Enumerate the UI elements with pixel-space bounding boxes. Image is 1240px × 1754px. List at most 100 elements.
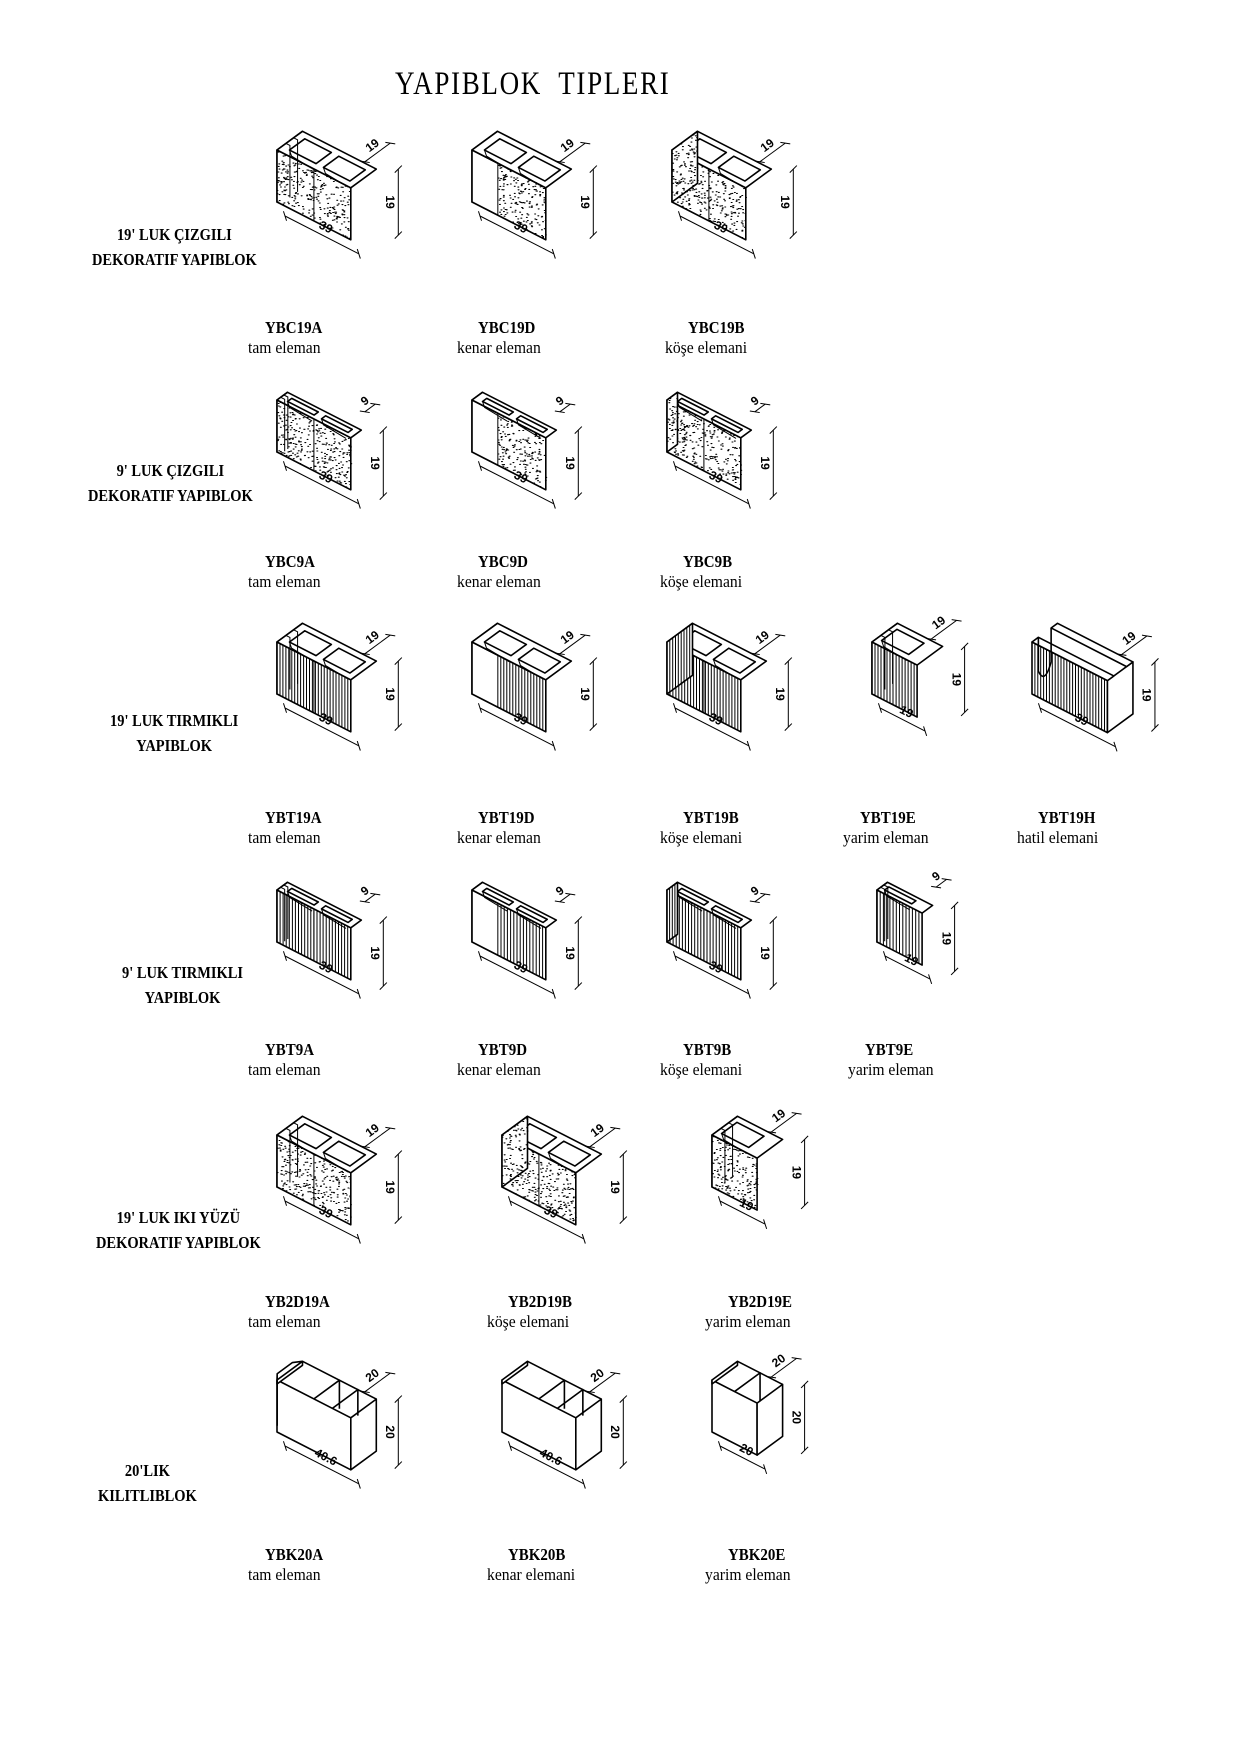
dimension-tick (749, 652, 760, 656)
dimension-tick (619, 1461, 628, 1469)
dimension-line (559, 403, 571, 413)
dimension-tick (394, 723, 403, 731)
block-caption: tam eleman (248, 572, 321, 591)
dimension-tick (800, 1201, 809, 1210)
block-code: YBT9E (865, 1040, 914, 1059)
dimension-tick (477, 461, 483, 471)
core-inner-edge (322, 1152, 349, 1173)
block-code: YBT9A (265, 1040, 315, 1059)
dimension-tick (385, 141, 396, 145)
dimension-tick (677, 211, 683, 221)
dimension-tick (1116, 653, 1127, 656)
dimension-line (879, 707, 926, 732)
dimension-label: 19 (769, 1106, 788, 1125)
dimension-label: 20 (789, 1411, 803, 1425)
dimension-tick (356, 988, 361, 999)
block-core (286, 397, 320, 416)
dimension-tick (950, 901, 959, 910)
block-code: YBT19B (683, 808, 739, 827)
dimension-tick (507, 1441, 513, 1451)
dimension-line (674, 955, 750, 995)
dimension-label: 20 (769, 1351, 788, 1370)
dimension-line (364, 1127, 391, 1148)
dimension-label: 39 (317, 468, 336, 487)
block-core (517, 155, 562, 182)
block-core (483, 630, 528, 657)
dimension-tick (477, 951, 483, 961)
block-end-notch (880, 884, 889, 942)
dimension-tick (507, 1196, 513, 1206)
dimension-tick (769, 982, 778, 990)
dimension-tick (359, 1145, 370, 1149)
dimension-label: 19 (578, 687, 592, 701)
speckle-texture (497, 416, 548, 488)
dimension-tick (589, 657, 598, 665)
row-label-line-1: 19' LUK IKI YÜZÜ (116, 1208, 241, 1227)
dimension-line (509, 1200, 585, 1240)
block-code: YBT9B (683, 1040, 732, 1059)
block-code: YB2D19A (265, 1292, 330, 1311)
block-side-face (575, 1398, 603, 1471)
dimension-label: 39 (512, 218, 531, 237)
dimension-line (559, 142, 586, 163)
dimension-tick (394, 1395, 403, 1403)
dimension-line (559, 634, 586, 655)
dimension-label: 20 (383, 1425, 397, 1439)
dimension-tick (359, 160, 370, 164)
block-core (481, 397, 515, 416)
dimension-tick (359, 900, 370, 904)
core-inner-edge (712, 659, 739, 680)
dimension-line (559, 893, 571, 903)
dimension-tick (1113, 741, 1118, 752)
dimension-tick (763, 1464, 768, 1475)
dimension-label: 39 (1073, 710, 1092, 729)
dimension-tick (356, 1478, 361, 1489)
core-inner-edge (547, 1152, 574, 1173)
block-caption: köşe elemani (660, 1060, 743, 1079)
dimension-tick (581, 1233, 586, 1244)
dimension-tick (565, 892, 576, 896)
dimension-tick (356, 1233, 361, 1244)
block-core (515, 414, 549, 434)
dimension-line (674, 465, 750, 505)
block-caption: tam eleman (248, 828, 321, 847)
dimension-tick (282, 461, 288, 471)
dimension-tick (746, 498, 751, 509)
dimension-line (589, 1127, 616, 1148)
row-label-line-2: DEKORATIF YAPIBLOK (88, 486, 253, 505)
block-caption: tam eleman (248, 338, 321, 357)
dimension-tick (926, 637, 937, 641)
dimension-tick (584, 1145, 595, 1149)
dimension-tick (791, 1112, 802, 1115)
dimension-tick (282, 951, 288, 961)
dimension-line (754, 893, 766, 903)
block-code: YBK20A (265, 1545, 324, 1564)
rib-texture (669, 625, 691, 692)
dimension-label: 39 (707, 710, 726, 729)
block-end-notch (280, 394, 289, 452)
dimension-tick (780, 141, 791, 145)
dimension-tick (960, 642, 969, 651)
dimension-tick (619, 1150, 628, 1158)
block-web (556, 1388, 584, 1416)
block-end-rim (501, 1360, 529, 1385)
dimension-label: 19 (939, 932, 953, 946)
block-web (331, 1388, 359, 1416)
dimension-tick (554, 160, 565, 164)
dimension-tick (379, 426, 388, 434)
